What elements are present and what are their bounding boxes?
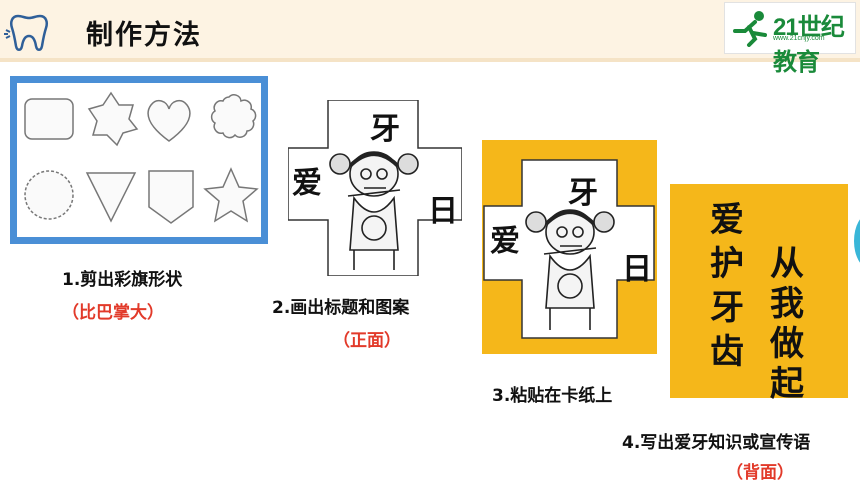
step-1-caption: 1.剪出彩旗形状 <box>62 270 183 290</box>
star-shape <box>203 167 259 223</box>
step-4-caption: 4.写出爱牙知识或宣传语 <box>622 433 811 453</box>
shapes-panel <box>10 76 268 244</box>
card-char-left-copy: 爱 <box>490 224 520 259</box>
slogan-char-1: 爱 <box>710 200 744 240</box>
slogan-char-8: 起 <box>770 364 804 404</box>
slogan-char-5: 从 <box>770 244 804 284</box>
edge-decoration <box>854 214 860 268</box>
girl-brushing-illustration-copy <box>525 209 615 330</box>
star-octagon-shape <box>87 91 139 147</box>
card-char-left: 爱 <box>292 166 322 201</box>
card-char-top-copy: 牙 <box>568 176 598 211</box>
cross-card-on-paper: 牙 爱 日 <box>482 140 657 354</box>
step-1-note: （比巴掌大） <box>62 303 164 323</box>
pentagon-shape <box>148 170 194 224</box>
logo: 21世纪教育 www.21cnjy.com <box>724 2 856 76</box>
flower-shape <box>210 94 257 139</box>
tooth-icon <box>4 14 48 51</box>
slogan-char-2: 护 <box>710 244 744 284</box>
step-4-note: （背面） <box>726 463 794 483</box>
page-title: 制作方法 <box>86 20 202 51</box>
header-bar <box>0 0 860 62</box>
card-char-top: 牙 <box>370 112 400 147</box>
card-char-right: 日 <box>428 194 458 229</box>
rounded-rectangle-shape <box>24 98 74 140</box>
step-2-note: （正面） <box>333 331 401 351</box>
logo-url: www.21cnjy.com <box>773 35 825 42</box>
flag-shapes-illustration <box>24 91 259 224</box>
girl-brushing-illustration <box>329 151 419 270</box>
slogan-char-6: 我 <box>770 284 804 324</box>
runner-icon <box>733 11 767 47</box>
step-2-caption: 2.画出标题和图案 <box>272 298 410 318</box>
seal-circle-shape <box>24 170 74 220</box>
header-divider <box>0 58 860 62</box>
cross-card-front: 牙 爱 日 <box>287 99 463 277</box>
card-char-right-copy: 日 <box>622 252 652 287</box>
slogan-char-7: 做 <box>770 324 804 364</box>
step-3-caption: 3.粘贴在卡纸上 <box>492 386 613 406</box>
slogan-char-3: 牙 <box>710 288 744 328</box>
logo-text: 21世纪教育 <box>773 14 845 76</box>
slogan-card-back: 爱 护 牙 齿 从 我 做 起 <box>670 184 848 404</box>
triangle-shape <box>85 172 137 223</box>
slogan-char-4: 齿 <box>710 332 744 372</box>
heart-shape <box>147 99 191 142</box>
